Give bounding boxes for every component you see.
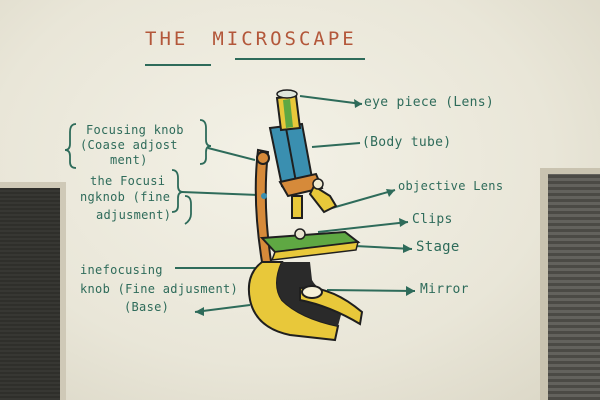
brace-coarse-left [64, 123, 77, 169]
arrow-mirror [406, 286, 415, 296]
arrow-eye-piece [354, 99, 362, 108]
leader-body-tube [311, 142, 361, 148]
label-fine-knob-2: ngknob (fine [80, 190, 171, 204]
label-mirror: Mirror [420, 282, 469, 297]
body-tube-line [285, 127, 297, 183]
nosepiece-knob-icon [312, 178, 324, 190]
objective-lens-2 [308, 184, 338, 214]
mirror-icon [301, 285, 323, 299]
label-body-tube: (Body tube) [362, 135, 452, 150]
left-window [0, 182, 66, 400]
title-underline-2 [235, 58, 365, 60]
label-objective-lens: objective Lens [398, 179, 504, 193]
label-coarse-knob-1: Focusing knob [86, 123, 184, 137]
microscope-arm [254, 148, 274, 270]
fine-knob-icon [261, 193, 267, 199]
arrow-clips [399, 218, 408, 227]
eye-piece-stripe [283, 99, 293, 128]
mural-title: THE MICROSCAPE [145, 28, 357, 50]
label-base: (Base) [124, 300, 170, 314]
leader-stage [354, 245, 413, 250]
arrow-base [195, 307, 204, 316]
label-eye-piece: eye piece (Lens) [364, 95, 495, 110]
label-stage: Stage [416, 239, 460, 255]
brace-coarse-right [199, 119, 212, 165]
arrow-objective [386, 189, 395, 197]
leader-base [194, 304, 251, 313]
eye-lens-icon [276, 89, 298, 99]
leader-mirror [326, 289, 416, 292]
label-fine-knob-b-2: knob (Fine adjusment) [80, 282, 239, 296]
title-word-microscape: MICROSCAPE [212, 28, 357, 50]
right-window [540, 168, 600, 400]
arrow-stage [403, 244, 412, 253]
leader-clips [317, 221, 409, 233]
label-fine-knob-1: the Focusi [90, 174, 166, 188]
coarse-knob-icon [256, 151, 270, 165]
clip-icon [294, 228, 306, 240]
label-coarse-knob-2: (Coase adjost [80, 138, 178, 152]
leader-eye-piece [299, 95, 363, 105]
leader-coarse-knob [207, 147, 256, 161]
brace-fine-lower [184, 195, 192, 225]
title-word-the: THE [145, 28, 189, 50]
brace-fine-right [171, 169, 184, 213]
stage-edge [270, 241, 359, 261]
leader-fine-knob [181, 191, 259, 196]
label-coarse-knob-3: ment) [110, 153, 148, 167]
label-clips: Clips [412, 212, 453, 227]
label-fine-knob-b-1: inefocusing [80, 263, 163, 277]
title-underline-1 [145, 64, 211, 66]
objective-lens-1 [291, 195, 303, 219]
label-fine-knob-3: adjusment) [96, 208, 172, 222]
